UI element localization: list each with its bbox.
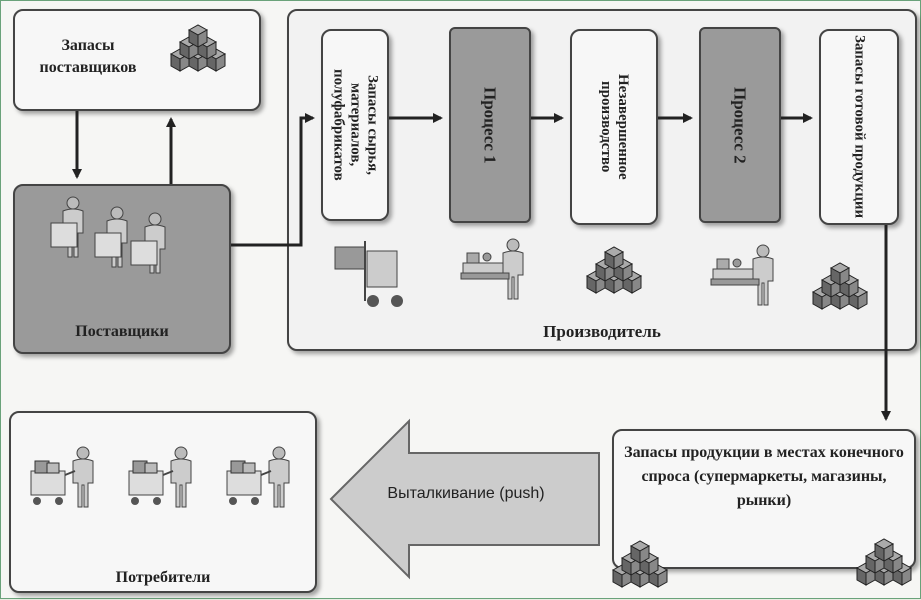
supplier-stock-label: Запасы поставщиков — [39, 37, 137, 76]
retail-stock-box — [612, 429, 916, 569]
process2-box — [699, 27, 781, 223]
raw-materials-box — [321, 29, 389, 221]
shopper-icon-2 — [129, 447, 191, 507]
forklift-icon — [334, 241, 403, 307]
suppliers-label: Поставщики — [75, 323, 169, 340]
retail-boxes-right-icon — [857, 539, 911, 585]
shopper-icon-3 — [227, 447, 289, 507]
wip-box — [570, 29, 658, 225]
manufacturer-label: Производитель — [543, 322, 661, 341]
process2-label: Процесс 2 — [730, 86, 750, 164]
push-arrow — [329, 418, 600, 580]
wip-boxes-icon — [587, 247, 641, 293]
process1-label: Процесс 1 — [480, 86, 500, 164]
raw-materials-label: Запасы сырья, материалов, полуфабрикатов — [330, 69, 381, 181]
retail-boxes-left-icon — [613, 541, 667, 587]
wip-label: Незавершенное производство — [598, 74, 631, 180]
retail-stock-label: Запасы продукции в местах конечного спро… — [624, 444, 904, 509]
finished-goods-box — [819, 29, 899, 225]
process1-box — [449, 27, 531, 223]
push-label: Выталкивание (push) — [387, 485, 545, 502]
finished-goods-label: Запасы готовой продукции — [851, 35, 868, 219]
process1-worker-icon — [461, 239, 523, 299]
suppliers-people-icon — [50, 196, 166, 274]
process2-worker-icon — [711, 245, 773, 305]
finished-boxes-icon — [813, 263, 867, 309]
shopper-icon-1 — [31, 447, 93, 507]
consumers-label: Потребители — [115, 569, 211, 586]
boxes-icon — [171, 25, 225, 71]
